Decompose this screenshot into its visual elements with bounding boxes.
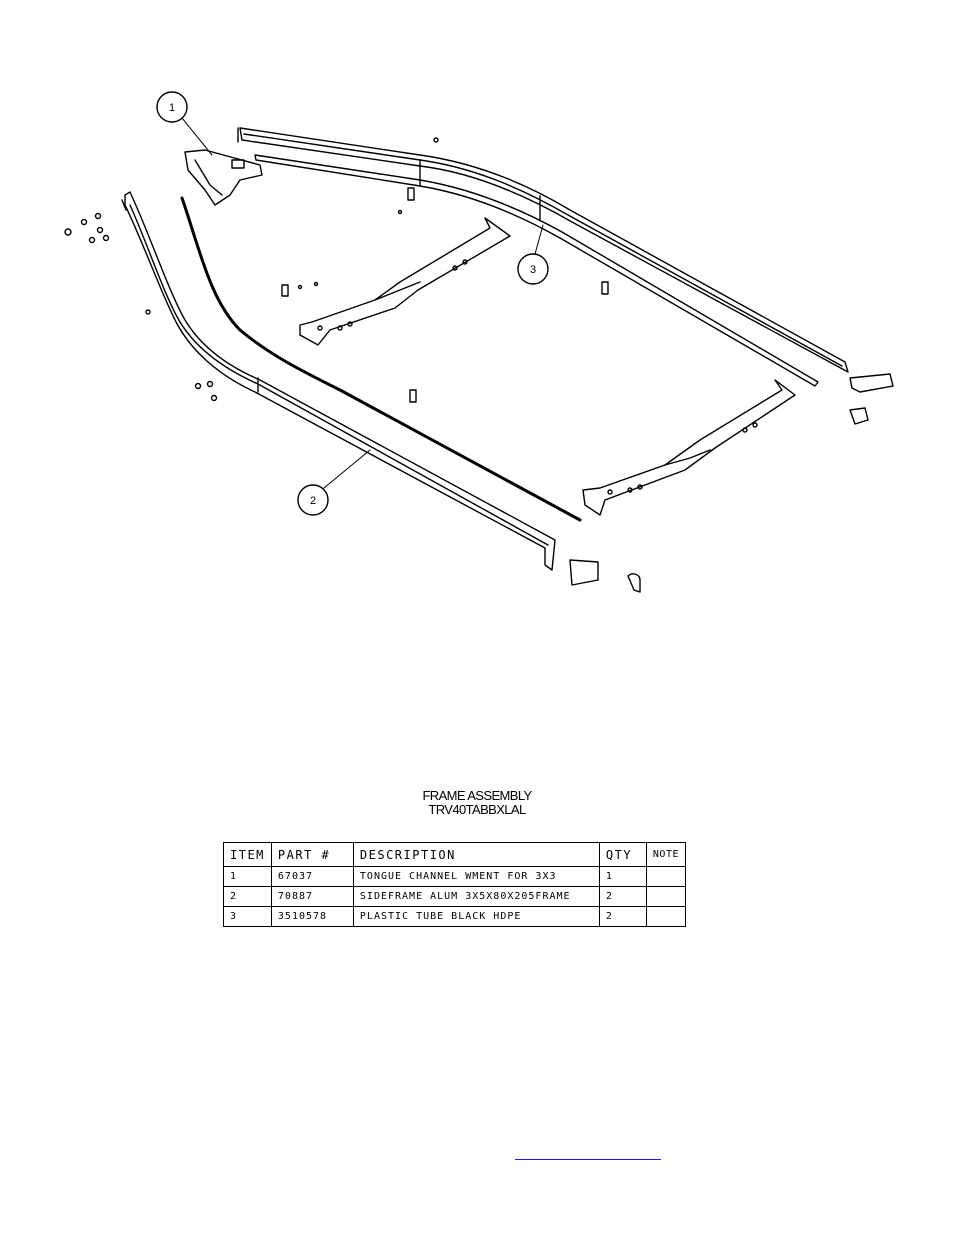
callout-3-label: 3 xyxy=(530,264,536,276)
table-row: 2 70887 SIDEFRAME ALUM 3X5X80X205FRAME 2 xyxy=(223,886,687,907)
cell-qty: 2 xyxy=(598,886,647,907)
tongue-channel-weldment xyxy=(184,149,263,206)
cell-item: 2 xyxy=(223,886,272,907)
cell-note xyxy=(645,906,687,927)
cell-note xyxy=(645,886,687,907)
cell-description: PLASTIC TUBE BLACK HDPE xyxy=(352,906,600,927)
cell-qty: 1 xyxy=(598,866,647,887)
table-row: 1 67037 TONGUE CHANNEL WMENT FOR 3X3 1 xyxy=(223,866,687,887)
callout-2 xyxy=(297,449,371,516)
cell-item: 1 xyxy=(223,866,272,887)
hardware-parts xyxy=(64,137,894,593)
header-note: NOTE xyxy=(645,842,687,867)
exploded-assembly-drawing: 1 2 3 xyxy=(64,91,894,593)
callout-2-label: 2 xyxy=(310,495,316,507)
cell-part: 67037 xyxy=(270,866,354,887)
cell-item: 3 xyxy=(223,906,272,927)
cell-part: 70887 xyxy=(270,886,354,907)
header-item: ITEM xyxy=(223,842,272,867)
callout-3 xyxy=(517,224,549,285)
footer-link-underline[interactable] xyxy=(515,1158,661,1160)
header-part: PART # xyxy=(270,842,354,867)
cell-description: SIDEFRAME ALUM 3X5X80X205FRAME xyxy=(352,886,600,907)
header-description: DESCRIPTION xyxy=(352,842,600,867)
upper-sideframe xyxy=(237,127,849,387)
callout-1-label: 1 xyxy=(169,102,175,114)
cell-note xyxy=(645,866,687,887)
cell-description: TONGUE CHANNEL WMENT FOR 3X3 xyxy=(352,866,600,887)
plastic-tube xyxy=(180,196,582,522)
lower-crossmember xyxy=(582,379,796,516)
assembly-title: FRAME ASSEMBLY xyxy=(422,788,532,803)
cell-part: 3510578 xyxy=(270,906,354,927)
upper-crossmember xyxy=(299,217,511,346)
bill-of-materials-table: ITEM PART # DESCRIPTION QTY NOTE 1 67037… xyxy=(223,842,687,927)
table-row: 3 3510578 PLASTIC TUBE BLACK HDPE 2 xyxy=(223,906,687,927)
cell-qty: 2 xyxy=(598,906,647,927)
assembly-part-number: TRV40TABBXLAL xyxy=(428,802,526,817)
bom-header-row: ITEM PART # DESCRIPTION QTY NOTE xyxy=(223,842,687,867)
callout-1 xyxy=(156,91,213,156)
header-qty: QTY xyxy=(598,842,647,867)
lower-sideframe xyxy=(121,191,556,571)
